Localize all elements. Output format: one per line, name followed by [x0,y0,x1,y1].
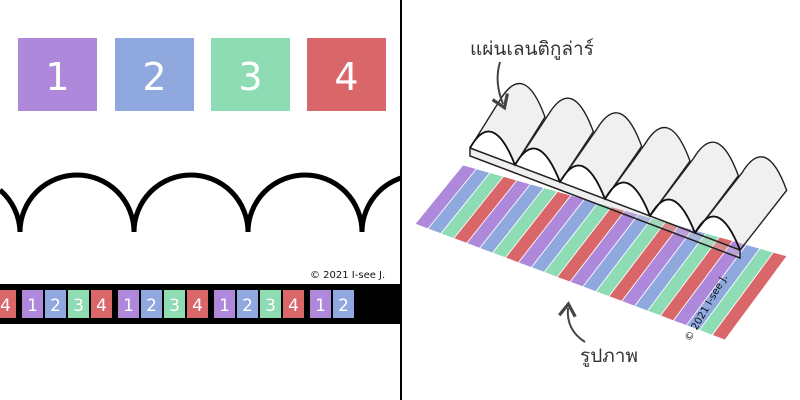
lens-arc [245,172,365,233]
strip-cell [310,290,331,318]
strip-cell [0,290,16,318]
strip-number: 1 [315,296,326,316]
strip-cell [45,290,66,318]
tile-number: 3 [238,55,262,99]
strip-number: 3 [169,296,180,316]
strip-number: 3 [265,296,276,316]
lens-front-arc [649,198,696,234]
copyright-left: © 2021 I-see J. [310,270,385,281]
lens-arc-edge [0,188,23,233]
color-tile [307,38,386,111]
lenticular-sheet [469,82,788,260]
lens-front-arc [604,181,651,217]
strip-number: 2 [242,296,253,316]
color-tile [18,38,97,111]
arrow-image [558,301,586,343]
color-tile [115,38,194,111]
strip-cell [333,290,354,318]
strip-cell [214,290,235,318]
right-panel: แผ่นเลนติกูล่าร์ รูปภาพ © 2021 I-see J. [414,38,788,367]
lens-arc [359,175,401,233]
strip-number: 4 [192,296,203,316]
label-image: รูปภาพ [580,345,638,367]
strip-number: 1 [27,296,38,316]
strip-cell [118,290,139,318]
strip-number: 4 [288,296,299,316]
image-stripe [711,251,788,341]
arrow-lenticular [491,61,509,111]
lens-front-arc [514,147,561,183]
tile-number: 4 [334,55,358,99]
color-tiles: 1 2 3 4 [18,38,386,111]
strip-cell [237,290,258,318]
strip-number: 3 [73,296,84,316]
color-tile [211,38,290,111]
strip-cell [164,290,185,318]
image-stripes [414,164,788,341]
strip-cell [260,290,281,318]
strip-number: 2 [146,296,157,316]
tile-number: 1 [45,55,69,99]
strip-cell [68,290,89,318]
strip-number: 4 [96,296,107,316]
lens-arc [17,172,137,233]
lens-front-arc [559,164,606,200]
strip-number: 2 [50,296,61,316]
strip-number: 2 [338,296,349,316]
strip-cell [187,290,208,318]
label-lenticular-sheet: แผ่นเลนติกูล่าร์ [470,38,594,60]
lens-front-arc [469,130,516,166]
strip-cell [22,290,43,318]
strip-cell [141,290,162,318]
strip-cell [91,290,112,318]
strip-cell [283,290,304,318]
tile-number: 2 [142,55,166,99]
lens-arc-profile [0,172,401,233]
lens-arc [131,172,251,233]
strip-number: 1 [219,296,230,316]
strip-number: 1 [123,296,134,316]
strip-number: 4 [0,296,11,316]
lens-front-arc [694,215,741,251]
